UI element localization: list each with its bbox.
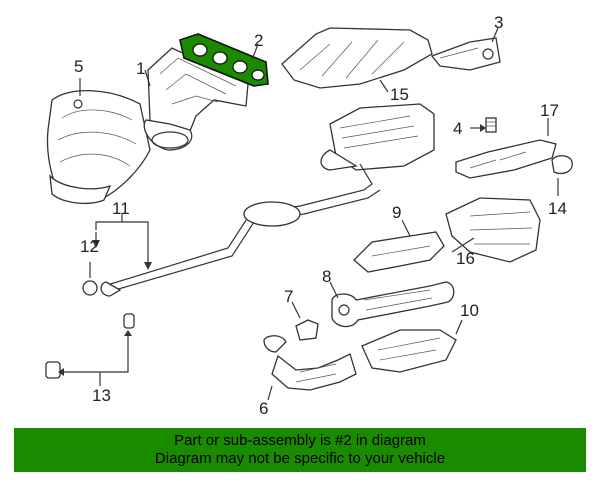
- banner-line-disclaimer: Diagram may not be specific to your vehi…: [154, 450, 446, 467]
- part-10-rear-converter[interactable]: [361, 329, 457, 373]
- callout-16[interactable]: 16: [456, 249, 475, 268]
- callout-2[interactable]: 2: [254, 31, 264, 50]
- callout-10[interactable]: 10: [460, 301, 479, 320]
- callout-12[interactable]: 12: [80, 237, 99, 256]
- callout-15[interactable]: 15: [390, 85, 409, 104]
- exhaust-pipe-assembly[interactable]: [100, 163, 381, 297]
- callout-4[interactable]: 4: [453, 119, 463, 138]
- callout-5[interactable]: 5: [74, 57, 84, 76]
- part-1-exhaust-manifold[interactable]: [143, 47, 249, 151]
- part-13-hangers[interactable]: [45, 313, 135, 379]
- banner-line-part-number: Part or sub-assembly is #2 in diagram: [174, 432, 426, 449]
- part-6-front-pipe[interactable]: [263, 335, 357, 391]
- callout-13[interactable]: 13: [92, 386, 111, 405]
- part-8-catalytic-converter[interactable]: [331, 281, 455, 328]
- callout-7[interactable]: 7: [284, 287, 294, 306]
- part-9-heat-shield[interactable]: [353, 231, 445, 273]
- part-14-grommet[interactable]: [551, 155, 573, 175]
- callout-6[interactable]: 6: [259, 399, 269, 418]
- exhaust-parts-diagram: [45, 27, 573, 401]
- callout-14[interactable]: 14: [548, 199, 567, 218]
- callout-17[interactable]: 17: [540, 101, 559, 120]
- callout-3[interactable]: 3: [494, 13, 504, 32]
- part-16-converter-shield[interactable]: [445, 197, 541, 263]
- callout-11[interactable]: 11: [112, 199, 130, 218]
- callout-8[interactable]: 8: [322, 267, 332, 286]
- part-15-upper-heat-shield[interactable]: [281, 27, 433, 89]
- callout-9[interactable]: 9: [392, 203, 402, 222]
- part-5-heat-shield[interactable]: [46, 90, 151, 205]
- callout-1[interactable]: 1: [136, 59, 146, 78]
- front-catalytic-converter[interactable]: [320, 103, 435, 171]
- part-2-manifold-gasket[interactable]: [179, 33, 269, 87]
- part-12-gasket-ring[interactable]: [82, 280, 98, 296]
- part-17-heat-shield[interactable]: [455, 139, 557, 179]
- part-3-bracket[interactable]: [430, 37, 501, 71]
- part-4-bolt[interactable]: [485, 117, 497, 133]
- part-7-bracket[interactable]: [295, 319, 319, 341]
- part-info-banner: Part or sub-assembly is #2 in diagram Di…: [14, 428, 586, 472]
